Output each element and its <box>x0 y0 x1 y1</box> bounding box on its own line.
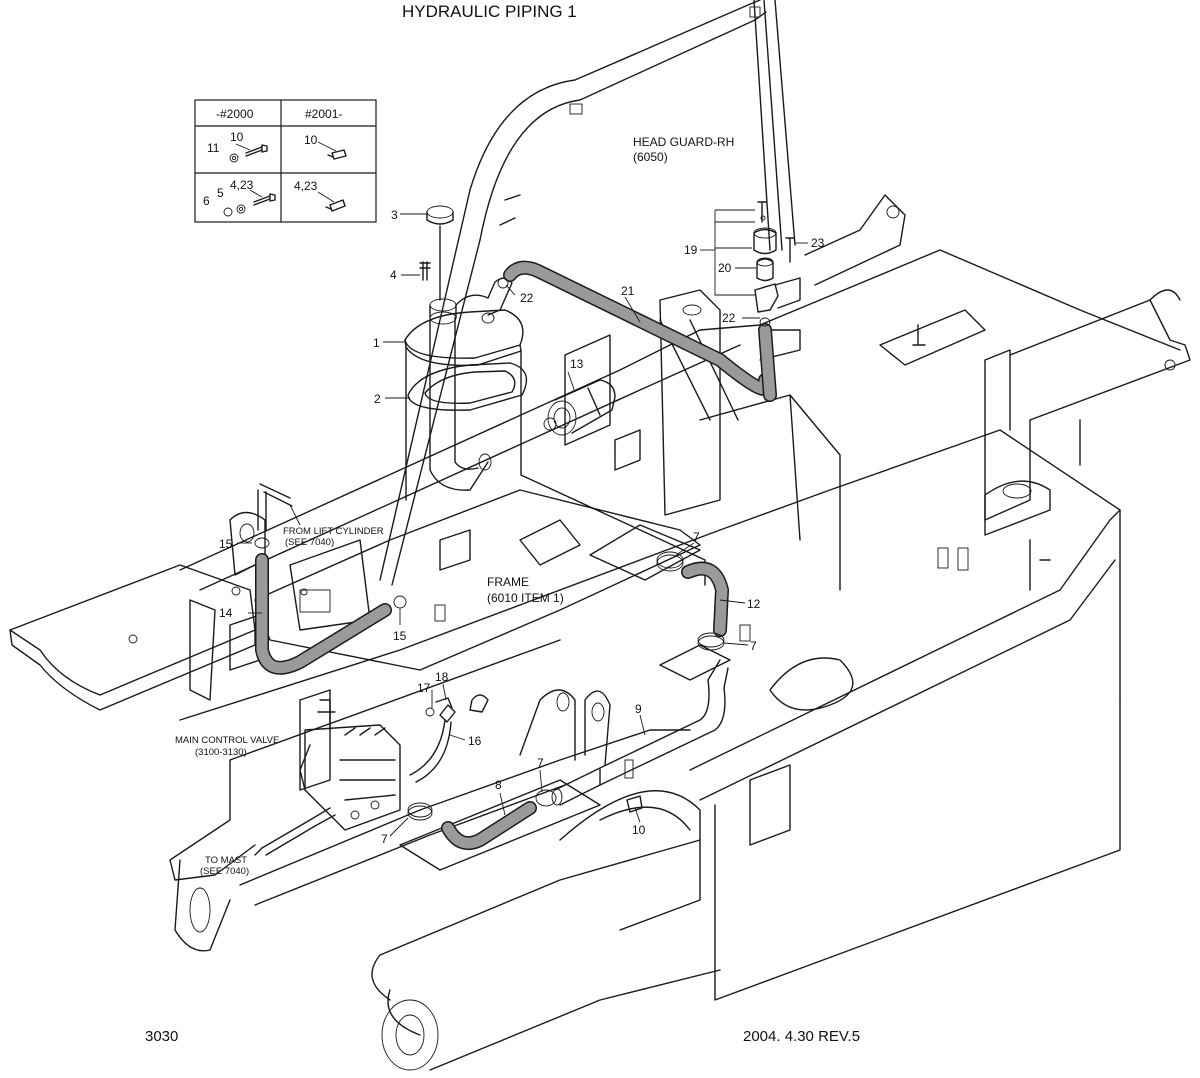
part-number-2: 2 <box>374 392 381 406</box>
part-number-23: 23 <box>811 236 825 250</box>
pipe-9 <box>551 659 729 806</box>
part-number-3: 3 <box>391 208 398 222</box>
frame-label: FRAME <box>487 575 529 589</box>
return-filter-assembly <box>753 201 801 313</box>
from-lift-ref: (SEE 7040) <box>285 537 334 548</box>
leader-lines <box>237 209 808 837</box>
hose-14 <box>255 553 392 675</box>
callouts: HEAD GUARD-RH (6050) FRAME (6010 ITEM 1)… <box>175 135 734 877</box>
head-guard-ref: (6050) <box>633 150 668 164</box>
part-number-18: 18 <box>435 670 449 684</box>
to-mast-label: TO MAST <box>205 855 247 866</box>
to-mast-ref: (SEE 7040) <box>200 866 249 877</box>
line-filter <box>543 379 616 436</box>
head-guard-frame <box>379 0 906 586</box>
part-number-13: 13 <box>570 357 584 371</box>
pilot-line-16 <box>409 704 456 783</box>
part-number-7: 7 <box>537 756 544 770</box>
part-number-16: 16 <box>468 734 482 748</box>
table-label: 11 <box>207 141 220 155</box>
frame-ref: (6010 ITEM 1) <box>487 591 564 605</box>
hose-12 <box>681 561 729 637</box>
part-number-10: 10 <box>632 823 646 837</box>
hydraulic-tank-assembly <box>404 205 706 586</box>
part-number-12: 12 <box>747 597 761 611</box>
main-control-valve <box>299 699 401 831</box>
fittings <box>254 277 771 813</box>
head-guard-label: HEAD GUARD-RH <box>633 135 734 149</box>
part-number-15: 15 <box>219 537 233 551</box>
part-number-21: 21 <box>621 284 635 298</box>
part-number-4: 4 <box>390 268 397 282</box>
part-number-22: 22 <box>520 291 534 305</box>
table-label: 5 <box>217 186 224 200</box>
table-header-late: #2001- <box>305 107 342 121</box>
table-label: 10 <box>304 133 318 147</box>
hose-21 <box>503 260 777 402</box>
part-number-1: 1 <box>373 336 380 350</box>
main-valve-ref: (3100-3130) <box>195 747 247 758</box>
part-number-17: 17 <box>417 681 431 695</box>
hose-clamps <box>407 551 725 821</box>
hose-8 <box>441 801 537 850</box>
table-label: 10 <box>230 130 244 144</box>
part-number-15: 15 <box>393 629 407 643</box>
part-number-7: 7 <box>750 639 757 653</box>
serial-table: -#2000 #2001- 10 11 10 4,23 5 6 4,23 <box>194 99 377 223</box>
table-label: 6 <box>203 194 210 208</box>
part-number-7: 7 <box>693 530 700 544</box>
part-number-9: 9 <box>635 702 642 716</box>
lift-cylinder-line <box>257 483 293 531</box>
part-number-7: 7 <box>381 832 388 846</box>
table-header-early: -#2000 <box>216 107 254 121</box>
table-label: 4,23 <box>294 179 318 193</box>
revision-date: 2004. 4.30 REV.5 <box>743 1028 860 1045</box>
part-number-14: 14 <box>219 606 233 620</box>
part-number-19: 19 <box>684 243 698 257</box>
to-mast-line <box>254 807 336 856</box>
part-number-8: 8 <box>495 778 502 792</box>
from-lift-label: FROM LIFT CYLINDER <box>283 526 384 537</box>
part-labels: 3 4 1 2 13 22 21 19 20 22 23 7 12 7 9 7 … <box>219 208 825 846</box>
diagram-title: HYDRAULIC PIPING 1 <box>402 2 577 21</box>
part-number-20: 20 <box>718 261 732 275</box>
page-number: 3030 <box>145 1028 178 1045</box>
truck-frame <box>9 249 1191 1071</box>
table-label: 4,23 <box>230 178 254 192</box>
part-number-22: 22 <box>722 311 736 325</box>
main-valve-label: MAIN CONTROL VALVE <box>175 735 279 746</box>
